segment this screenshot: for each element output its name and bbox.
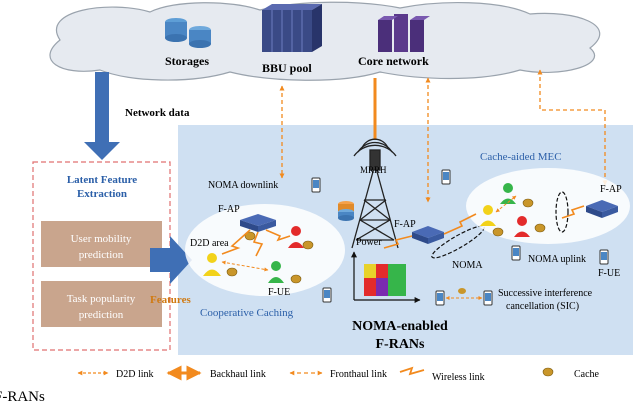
fap-left-label: F-AP — [218, 204, 240, 215]
wireless-links-left — [221, 229, 291, 257]
task-popularity-line2: prediction — [79, 309, 124, 321]
noma-title-line1: NOMA-enabled — [352, 319, 448, 334]
noma-title-line2: F-RANs — [376, 337, 426, 352]
core-network-label: Core network — [358, 54, 429, 68]
d2d-links-right — [495, 195, 517, 213]
sic-line1: Successive interference — [498, 288, 593, 299]
fap-mid-router-icon — [412, 226, 444, 244]
mrrh-tower-icon — [351, 138, 399, 249]
cache-icons-right — [492, 198, 546, 237]
phone-icon-power — [322, 287, 332, 303]
fue-left-label: F-UE — [268, 287, 290, 298]
noma-downlink-label: NOMA downlink — [208, 180, 278, 191]
task-popularity-line1: Task popularity — [67, 293, 136, 305]
bbu-pool-icon — [262, 4, 322, 52]
fue-right-label: F-UE — [598, 268, 620, 279]
core-network-icon — [378, 14, 430, 52]
user-icon-red — [288, 226, 304, 248]
user-mobility-line1: User mobility — [71, 233, 132, 245]
sic-line2: cancellation (SIC) — [506, 301, 579, 312]
legend-d2d-label: D2D link — [116, 369, 154, 380]
cache-icon-sic — [458, 288, 466, 294]
legend-fronthaul-label: Fronthaul link — [330, 369, 387, 380]
phone-icon-sic — [435, 290, 493, 306]
user-icon-yellow-right — [480, 205, 496, 226]
latent-title-line2: Extraction — [77, 188, 127, 200]
fap-right-router-icon — [586, 200, 618, 218]
noma-uplink-ellipse — [555, 191, 569, 233]
phone-icon-downlink — [311, 177, 321, 193]
legend-cache-label: Cache — [574, 369, 600, 380]
fap-left-router-icon — [240, 214, 276, 232]
task-popularity-box — [41, 281, 162, 327]
phone-icon-mid — [441, 169, 521, 261]
legend-wireless-line — [399, 366, 425, 376]
caption-partial: F-RANs — [0, 389, 45, 404]
latent-title-line1: Latent Feature — [67, 174, 137, 186]
cooperative-caching-label: Cooperative Caching — [200, 307, 294, 319]
network-data-label: Network data — [125, 107, 190, 119]
features-arrow — [150, 236, 192, 284]
d2d-area-ellipse — [185, 204, 345, 296]
legend-cache-icon — [542, 367, 554, 377]
tower-storage-icon — [338, 201, 354, 221]
legend-wireless-label: Wireless link — [432, 372, 485, 383]
features-label: Features — [150, 294, 191, 306]
cloud — [49, 1, 601, 81]
user-icon-green — [268, 261, 284, 283]
fap-right-label: F-AP — [600, 184, 622, 195]
power-blocks — [364, 264, 406, 296]
user-icon-yellow — [203, 253, 221, 276]
legend-backhaul-label: Backhaul link — [210, 369, 266, 380]
user-mobility-line2: prediction — [79, 249, 124, 261]
wireless-links-right — [383, 205, 585, 249]
d2d-links-left — [221, 260, 269, 272]
mrrh-label: MRRH — [360, 165, 387, 175]
noma-label: NOMA — [452, 260, 483, 271]
storage-icon — [165, 18, 211, 48]
fronthaul-links — [279, 69, 608, 203]
noma-uplink-label: NOMA uplink — [528, 254, 586, 265]
fap-mid-label: F-AP — [394, 219, 416, 230]
d2d-area-label: D2D area — [190, 238, 229, 249]
user-mobility-box — [41, 221, 162, 267]
user-icon-red-right — [514, 216, 530, 237]
network-data-arrow — [84, 72, 120, 160]
cache-aided-mec-label: Cache-aided MEC — [480, 151, 562, 163]
bbu-pool-label: BBU pool — [262, 61, 312, 75]
storages-label: Storages — [165, 54, 209, 68]
phone-icon-fue-right — [599, 249, 609, 265]
legend: D2D link Backhaul link Fronthaul link Wi… — [77, 365, 600, 383]
power-label: Power — [356, 237, 382, 248]
